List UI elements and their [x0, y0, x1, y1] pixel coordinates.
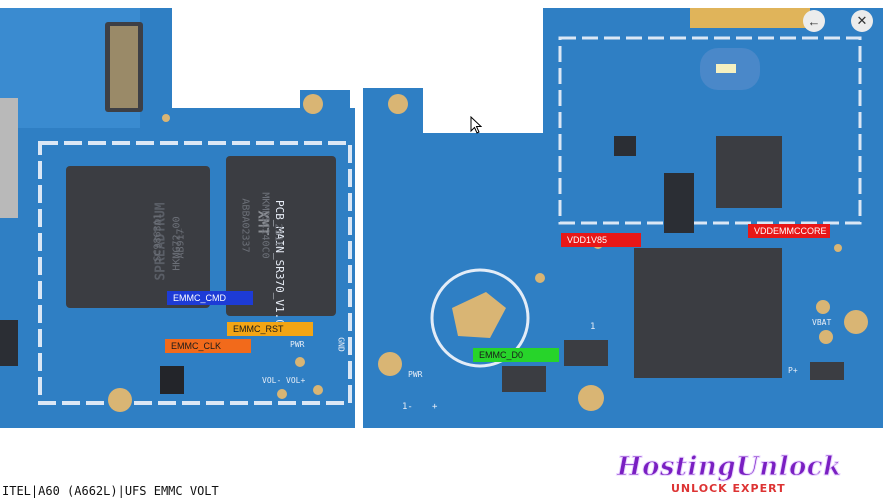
vbat-label: VBAT	[812, 318, 832, 327]
pin-one-label: 1	[590, 322, 596, 332]
pcb-label: PCB_MAIN_SR370_V1.0	[273, 200, 286, 326]
p-plus-label: P+	[788, 366, 798, 375]
pcb-board-image	[0, 8, 883, 428]
watermark-brand: HostingUnlock	[617, 452, 842, 483]
callout-vdd1v85: VDD1V85	[561, 233, 641, 247]
gnd-label: GND	[336, 337, 346, 352]
back-button[interactable]: ←	[803, 10, 825, 32]
callout-vddemmccore: VDDEMMCCORE	[748, 224, 830, 238]
watermark-tagline: UNLOCK EXPERT	[671, 482, 786, 495]
emmc-marking-3: MKMD5C240C0	[259, 192, 271, 259]
callout-emmc-clk: EMMC_CLK	[165, 339, 251, 353]
plus-label: +	[432, 402, 438, 412]
close-button[interactable]: ✕	[851, 10, 873, 32]
callout-emmc-cmd: EMMC_CMD	[167, 291, 253, 305]
cpu-marking-2: SC9863A1	[152, 213, 164, 262]
close-icon: ✕	[856, 13, 868, 28]
pwr-label: PWR	[290, 340, 305, 349]
mouse-cursor-icon	[470, 116, 482, 134]
emmc-marking-2: ABBA02337	[239, 198, 251, 253]
back-icon: ←	[807, 13, 821, 29]
vol-minus-label: VOL-	[262, 376, 282, 385]
watermark-logo: HostingUnlock UNLOCK EXPERT	[617, 452, 877, 498]
vol-plus-label: VOL+	[286, 376, 306, 385]
cpu-marking-4: HKMG72_00	[171, 216, 183, 271]
one-minus-label: 1-	[402, 402, 413, 412]
callout-emmc-rst: EMMC_RST	[227, 322, 313, 336]
document-title: ITEL|A60 (A662L)|UFS EMMC VOLT	[2, 484, 219, 498]
pwr-label-right: PWR	[408, 370, 423, 379]
emmc-marking-4: 2310	[272, 223, 284, 248]
callout-emmc-d0: EMMC_D0	[473, 348, 559, 362]
